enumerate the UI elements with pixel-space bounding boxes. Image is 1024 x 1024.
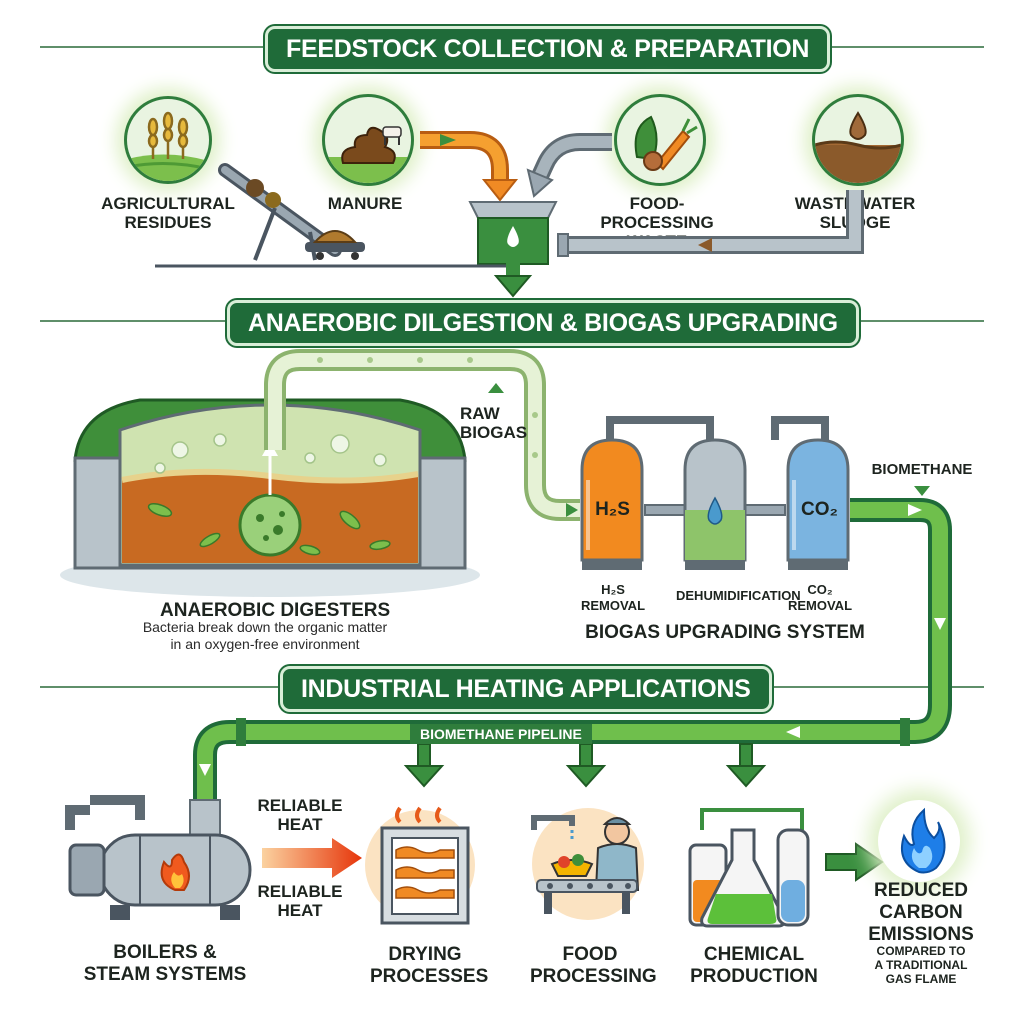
tank-label-h2s: H₂S [595, 499, 630, 520]
emissions-arrow [825, 842, 884, 882]
label-boilers-steam: BOILERS & STEAM SYSTEMS [83, 942, 247, 985]
water-drop-icon [812, 94, 904, 186]
flame-icon [878, 800, 960, 882]
label-h2s-removal: H₂S REMOVAL [580, 582, 646, 613]
label-biomethane: BIOMETHANE [871, 461, 973, 478]
label-drying-processes: DRYING PROCESSES [370, 944, 489, 987]
digesters-description: Bacteria break down the organic matter i… [142, 619, 388, 652]
vegetable-icon [614, 94, 706, 186]
boiler-icon [65, 795, 252, 920]
chemical-flask-icon [688, 808, 810, 928]
label-reduced-carbon-emissions: REDUCED CARBON EMISSIONS [868, 880, 974, 945]
section-title-heating: INDUSTRIAL HEATING APPLICATIONS [280, 666, 772, 712]
anaerobic-digester-tank [60, 398, 480, 597]
conveyor-belt-icon [218, 163, 365, 261]
label-dehumidification: DEHUMIDIFICATION [676, 588, 801, 603]
label-reliable-heat-bottom: RELIABLE HEAT [257, 882, 343, 920]
section-title-feedstock: FEEDSTOCK COLLECTION & PREPARATION [265, 26, 831, 72]
label-food-processing: FOOD PROCESSING [530, 944, 657, 987]
tank-label-co2: CO₂ [801, 499, 838, 520]
upgrading-tanks [580, 416, 850, 570]
label-agricultural-residues: AGRICULTURAL RESIDUES [101, 194, 235, 232]
raw-biogas-pipe [264, 349, 580, 521]
label-co2-removal: CO₂ REMOVAL [787, 582, 853, 613]
wheat-icon [124, 96, 212, 184]
biomethane-pipeline [193, 486, 952, 810]
section-title-digestion: ANAEROBIC DILGESTION & BIOGAS UPGRADING [227, 300, 859, 346]
label-compared-traditional: COMPARED TO A TRADITIONAL GAS FLAME [874, 944, 968, 986]
label-biogas-upgrading-system: BIOGAS UPGRADING SYSTEM [585, 622, 865, 643]
heat-arrow [262, 838, 362, 878]
label-reliable-heat-top: RELIABLE HEAT [257, 796, 343, 834]
label-chemical-production: CHEMICAL PRODUCTION [690, 944, 818, 987]
label-raw-biogas: RAW BIOGAS [460, 404, 528, 442]
feed-pipes [155, 131, 864, 298]
food-processing-icon [531, 815, 640, 914]
manure-icon [322, 94, 414, 186]
label-manure: MANURE [327, 194, 403, 213]
drying-oven-icon [380, 806, 470, 925]
label-anaerobic-digesters: ANAEROBIC DIGESTERS [160, 600, 391, 621]
label-biomethane-pipeline: BIOMETHANE PIPELINE [410, 724, 592, 744]
